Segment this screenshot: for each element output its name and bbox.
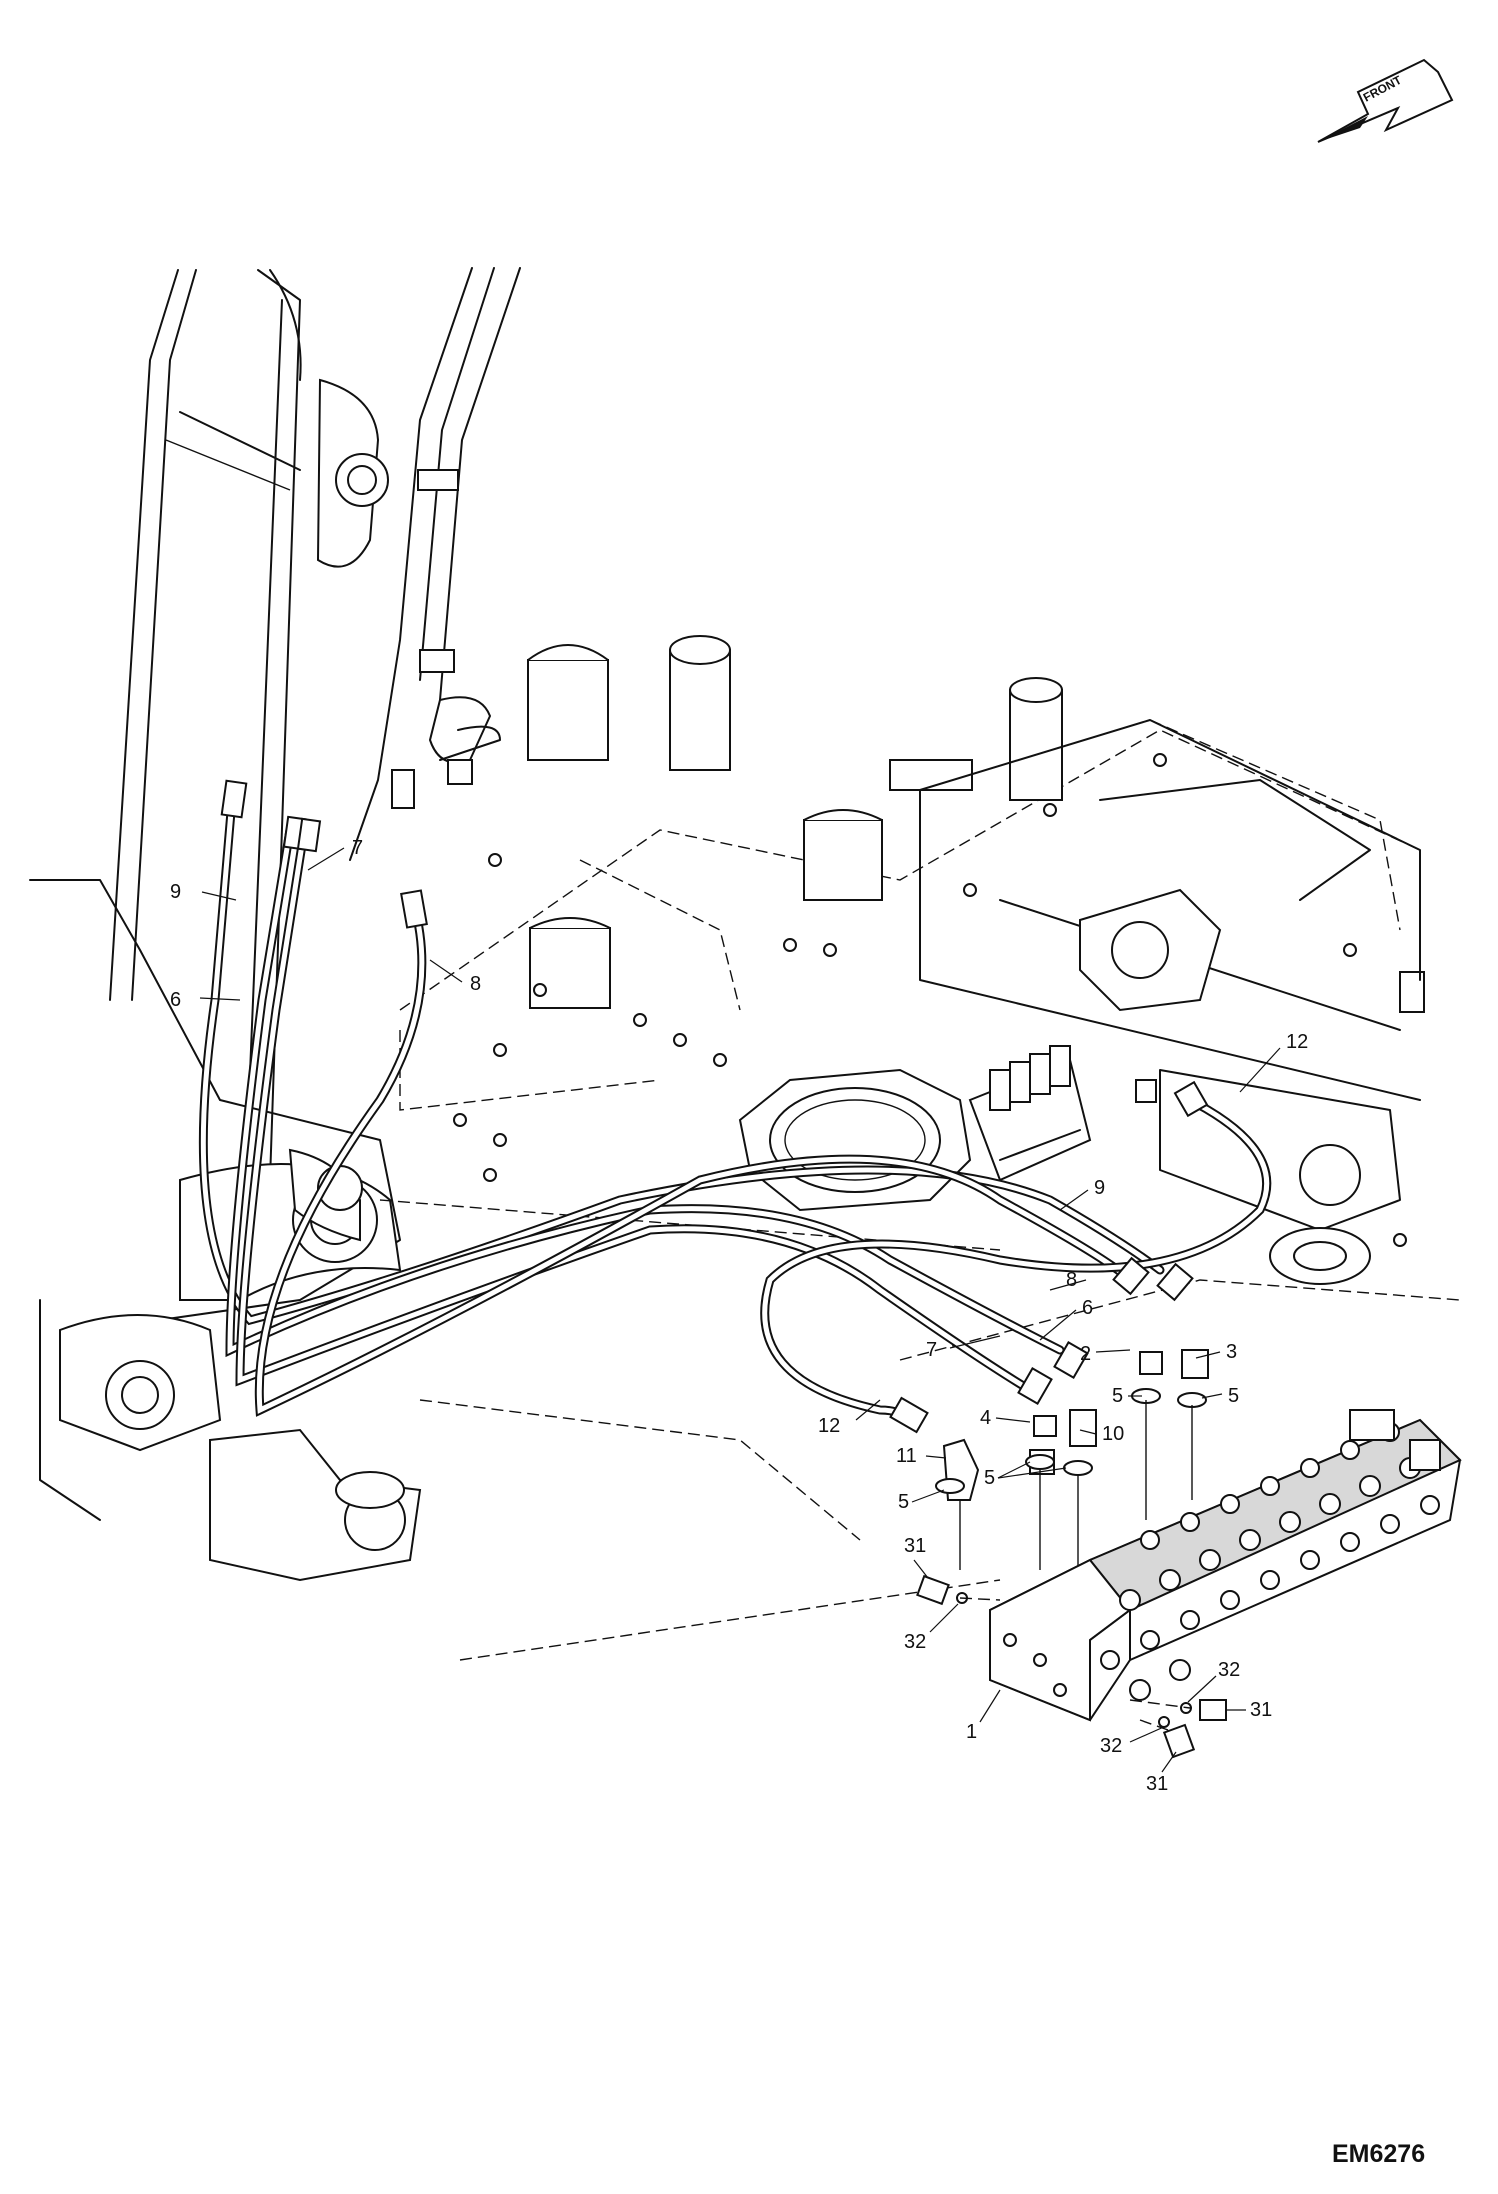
callout-3: 3 — [1226, 1341, 1237, 1363]
hose-8 — [254, 900, 1135, 1417]
front-direction-arrow: FRONT — [1317, 58, 1454, 143]
callout-1: 1 — [966, 1721, 977, 1743]
callout-32-a: 32 — [904, 1631, 926, 1653]
callout-4: 4 — [980, 1407, 991, 1429]
callout-9-lower: 9 — [1094, 1177, 1105, 1199]
swing-ring-plate — [738, 1068, 972, 1212]
main-control-valve — [989, 1409, 1462, 1722]
valve-fittings — [889, 1256, 1209, 1570]
hose-12 — [760, 1093, 1272, 1425]
callout-labels: 9 6 7 8 12 9 8 6 7 12 2 3 5 5 4 10 11 5 … — [170, 837, 1308, 1795]
callout-5-d: 5 — [898, 1491, 909, 1513]
callout-8-lower: 8 — [1066, 1269, 1077, 1291]
hose-9 — [198, 795, 1165, 1326]
callout-31-c: 31 — [1146, 1773, 1168, 1795]
callout-7-upper: 7 — [352, 837, 363, 859]
frame-side-plates — [889, 719, 1421, 1285]
callout-6-lower: 6 — [1082, 1297, 1093, 1319]
callout-12-lower: 12 — [818, 1415, 840, 1437]
pilot-port-fittings — [916, 1574, 1227, 1759]
boom-hose-fittings — [220, 779, 1209, 1118]
frame-bolt-holes — [453, 753, 1407, 1247]
hose-6 — [225, 825, 1065, 1358]
callout-12-upper: 12 — [1286, 1031, 1308, 1053]
boom-tubes — [349, 267, 521, 861]
callout-6-upper: 6 — [170, 989, 181, 1011]
callout-31-a: 31 — [904, 1535, 926, 1557]
boom-arm — [109, 269, 389, 1181]
callout-2: 2 — [1080, 1343, 1091, 1365]
callout-10: 10 — [1102, 1423, 1124, 1445]
callout-8-upper: 8 — [470, 973, 481, 995]
callout-9-upper: 9 — [170, 881, 181, 903]
figure-code: EM6276 — [1332, 2140, 1425, 2168]
frame-bosses — [527, 635, 1425, 1013]
callout-5-b: 5 — [1228, 1385, 1239, 1407]
callout-5-a: 5 — [1112, 1385, 1123, 1407]
callout-31-b: 31 — [1250, 1699, 1272, 1721]
boom-pivot-base — [29, 879, 422, 1582]
pilot-valve-block — [968, 1045, 1092, 1182]
callout-7-lower: 7 — [926, 1339, 937, 1361]
callout-32-c: 32 — [1100, 1735, 1122, 1757]
callout-5-c: 5 — [984, 1467, 995, 1489]
callout-32-b: 32 — [1218, 1659, 1240, 1681]
callout-leaders — [199, 847, 1281, 1773]
callout-11: 11 — [896, 1445, 917, 1467]
